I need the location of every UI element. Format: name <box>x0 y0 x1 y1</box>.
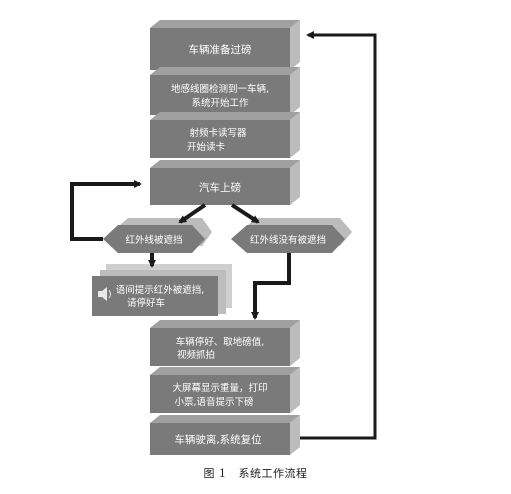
node-rf-reader: 射频卡读写器 开始读卡 <box>150 112 300 158</box>
decision-ir-blocked-text: 红外线被遮挡 <box>125 234 182 246</box>
node-car-ready-text: 车辆准备过磅 <box>189 43 252 56</box>
arrow-reset-loop <box>300 31 377 440</box>
node-rf-reader-text-2: 开始读卡 <box>187 141 226 153</box>
node-voice-prompt-text-2: 请停好车 <box>127 297 165 309</box>
node-display-print: 大屏幕显示重量，打印 小票,语音提示下磅 <box>150 367 300 413</box>
arrow-scale-to-ir-blocked <box>178 203 207 224</box>
node-car-leaves: 车辆驶离,系统复位 <box>150 415 300 455</box>
figure-title: 系统工作流程 <box>238 467 308 480</box>
node-display-print-text-1: 大屏幕显示重量，打印 <box>172 382 267 394</box>
node-car-on-scale: 汽车上磅 <box>150 160 300 205</box>
node-rf-reader-text-1: 射频卡读写器 <box>189 127 247 139</box>
node-car-on-scale-text: 汽车上磅 <box>199 181 241 194</box>
node-display-print-text-2: 小票,语音提示下磅 <box>174 396 253 408</box>
decision-ir-blocked: 红外线被遮挡 <box>103 218 212 253</box>
decision-ir-clear: 红外线没有被遮挡 <box>231 218 352 253</box>
decision-ir-clear-text: 红外线没有被遮挡 <box>250 234 326 246</box>
node-car-parked: 车辆停好、取地磅值, 视频抓拍 <box>150 320 300 366</box>
node-car-leaves-text: 车辆驶离,系统复位 <box>174 433 262 446</box>
node-voice-prompt-text-1: 语间提示红外被遮挡, <box>116 284 205 296</box>
node-car-parked-text-1: 车辆停好、取地磅值, <box>176 336 265 348</box>
figure-caption: 图 1 系统工作流程 <box>0 465 511 481</box>
arrow-ir-clear-to-parked <box>251 253 291 320</box>
node-loop-detect: 地感线圈检测到一车辆, 系统开始工作 <box>150 67 300 115</box>
node-loop-detect-text-1: 地感线圈检测到一车辆, <box>171 83 269 95</box>
node-car-ready: 车辆准备过磅 <box>150 20 300 70</box>
figure-label: 图 1 <box>203 467 227 480</box>
node-loop-detect-text-2: 系统开始工作 <box>191 97 249 109</box>
node-voice-prompt: 语间提示红外被遮挡, 请停好车 <box>92 264 232 316</box>
speaker-icon <box>98 287 111 301</box>
arrow-scale-to-ir-clear <box>230 203 260 224</box>
node-car-parked-text-2: 视频抓拍 <box>177 349 215 361</box>
arrow-ir-blocked-loop <box>70 180 142 241</box>
